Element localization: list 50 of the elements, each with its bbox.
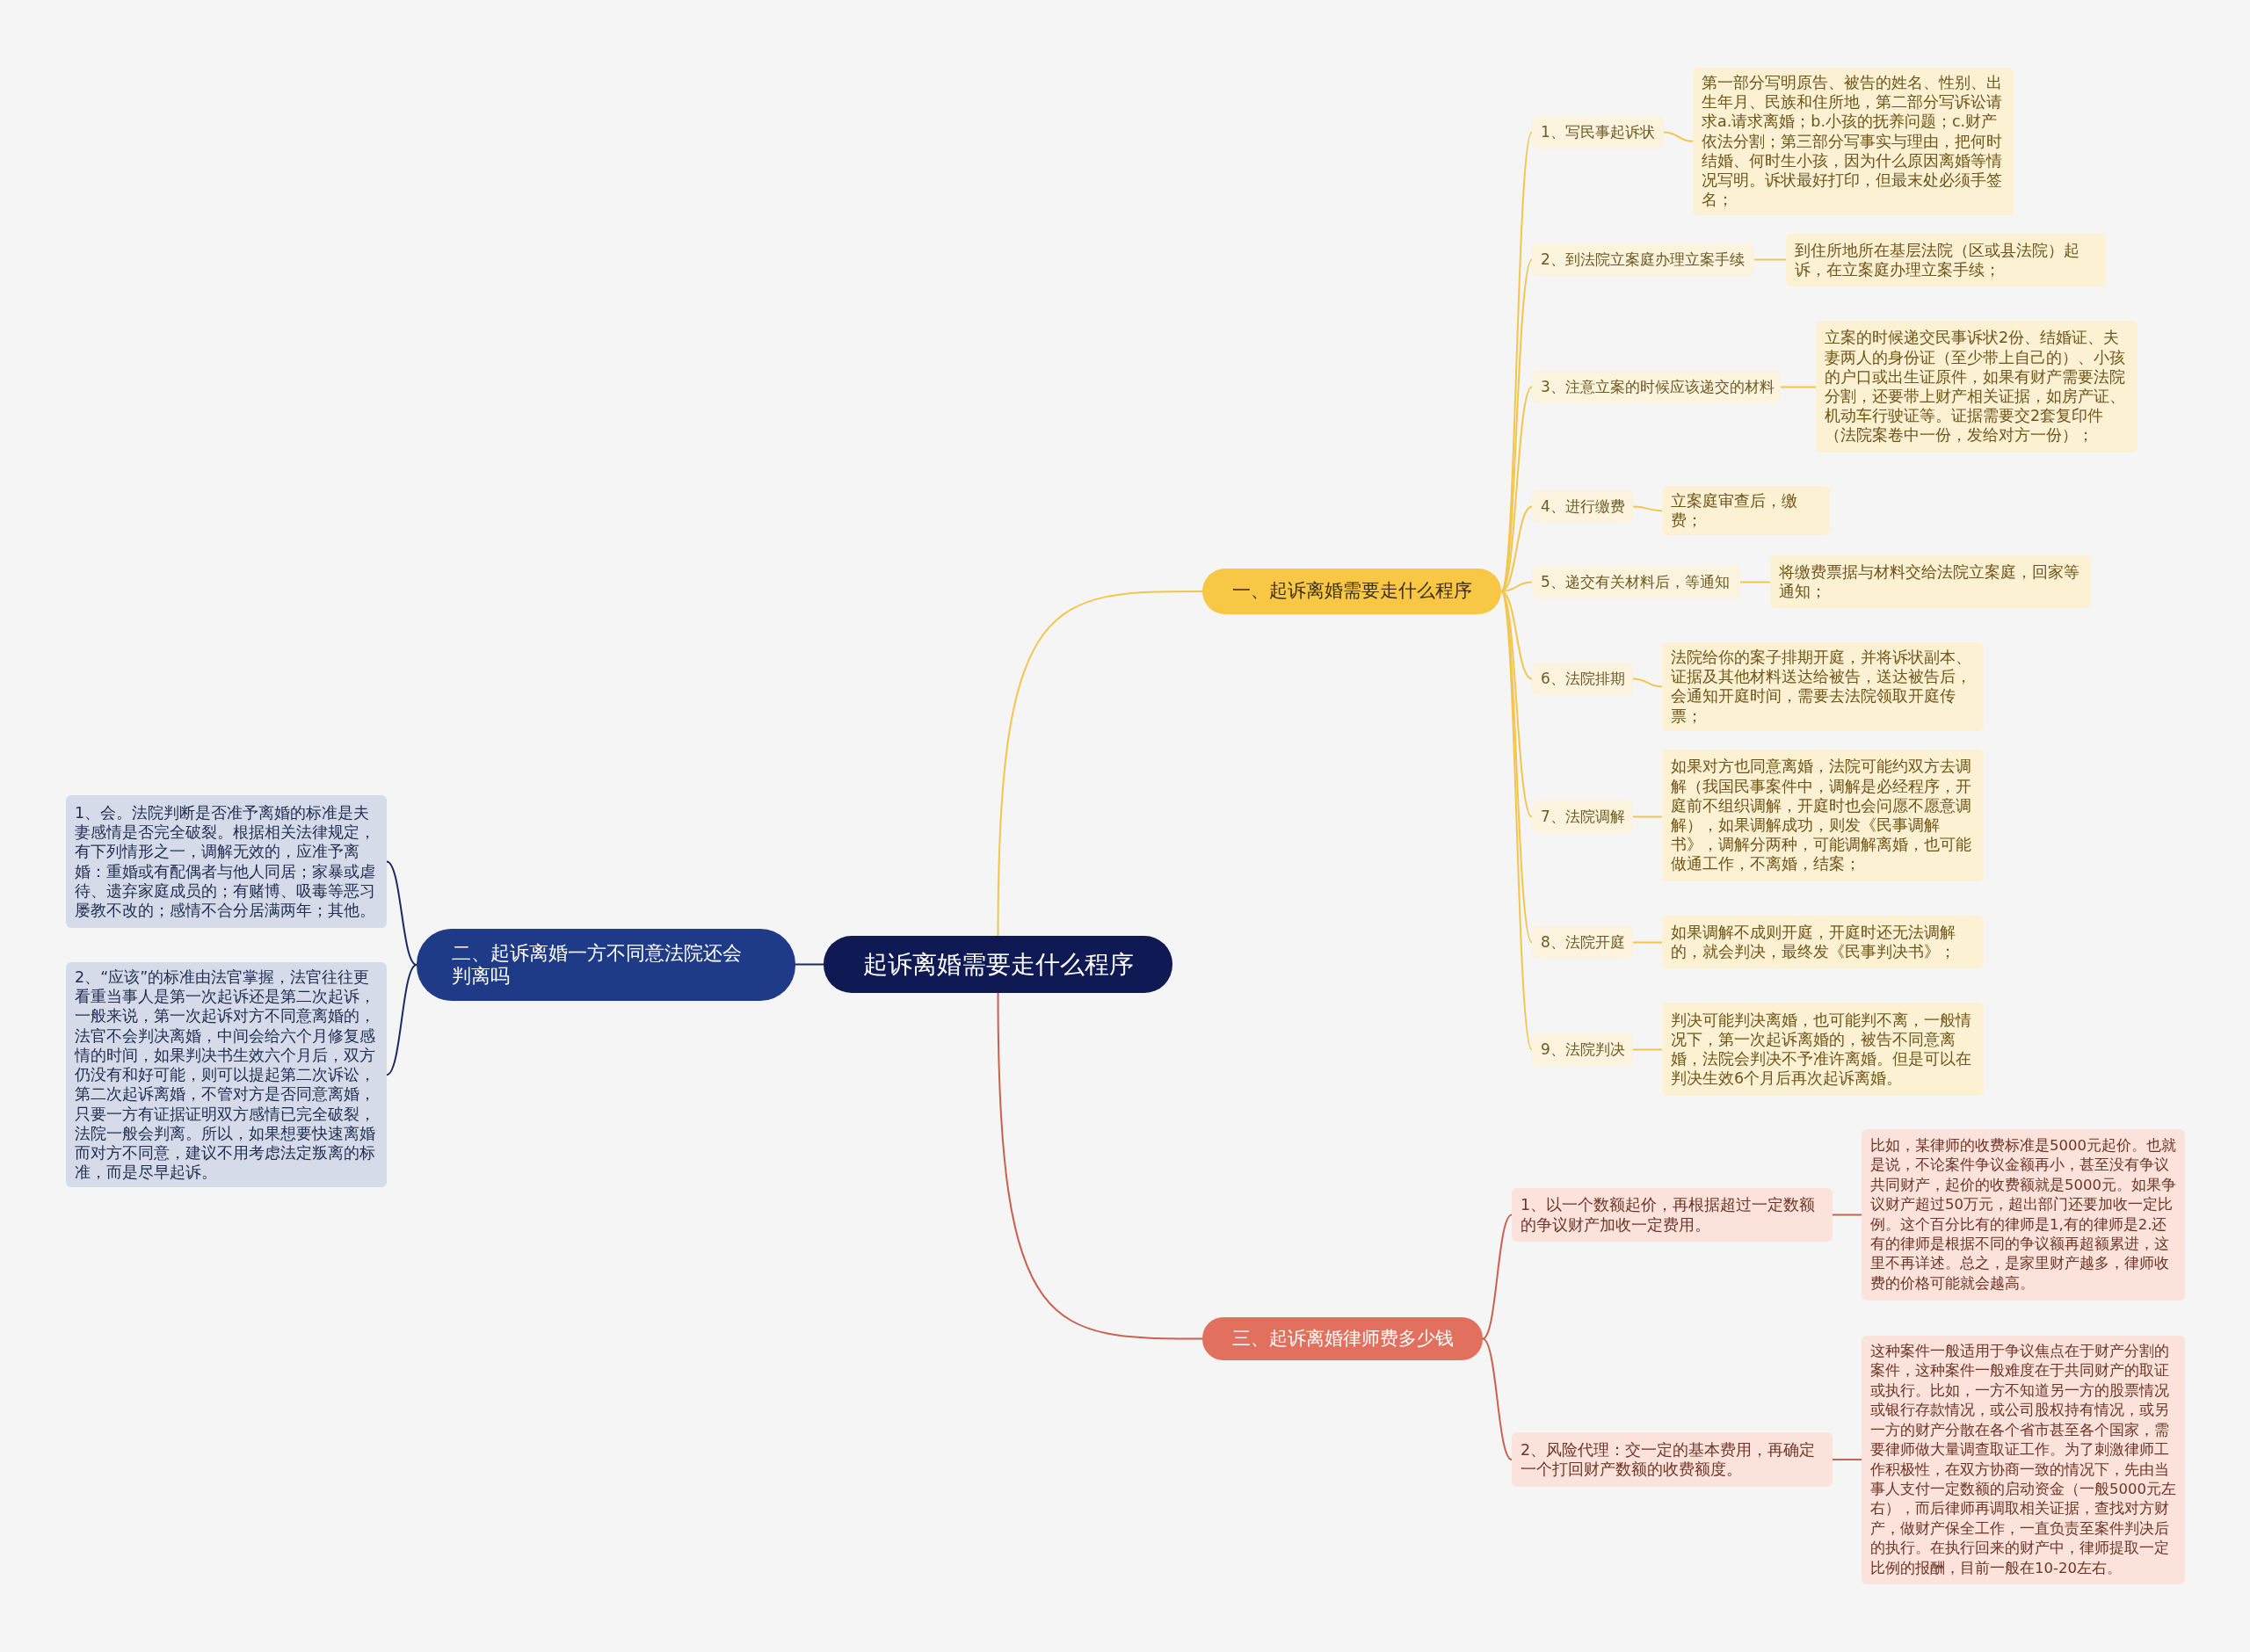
subtopic-label: 2、到法院立案庭办理立案手续 — [1532, 243, 1754, 276]
subtopic-label: 4、进行缴费 — [1532, 490, 1633, 523]
connector-line — [1832, 1214, 1862, 1216]
detail-note: 立案庭审查后，缴费； — [1662, 486, 1830, 536]
connector-line — [1632, 941, 1663, 944]
connector-line — [1482, 1214, 1513, 1340]
connector-line — [1632, 505, 1663, 512]
connector-line — [1753, 258, 1787, 261]
subtopic-label: 1、以一个数额起价，再根据超过一定数额的争议财产加收一定费用。 — [1512, 1188, 1833, 1242]
connector-line — [1500, 258, 1533, 592]
connector-line — [1632, 1048, 1663, 1051]
detail-note: 将缴费票据与材料交给法院立案庭，回家等通知； — [1770, 555, 2091, 608]
connector-line — [1632, 677, 1663, 688]
branch-topic: 一、起诉离婚需要走什么程序 — [1202, 569, 1501, 614]
connector-line — [1832, 1459, 1862, 1460]
connector-line — [1663, 131, 1694, 142]
subtopic-label: 5、递交有关材料后，等通知 — [1532, 566, 1740, 598]
connector-line — [1500, 591, 1533, 944]
connector-line — [1500, 591, 1533, 1051]
connector-line — [386, 860, 417, 966]
branch-topic: 二、起诉离婚一方不同意法院还会判离吗 — [417, 929, 795, 1001]
subtopic-label: 1、写民事起诉状 — [1532, 116, 1664, 149]
detail-note: 如果调解不成则开庭，开庭时还无法调解的，就会判决，最终发《民事判决书》； — [1662, 916, 1984, 968]
connector-line — [795, 963, 824, 966]
detail-note: 判决可能判决离婚，也可能判不离，一般情况下，第一次起诉离婚的，被告不同意离婚，法院会判决不予准许离婚。但是可以在判决生效6个月后再次起诉离婚。 — [1662, 1003, 1984, 1096]
subtopic-label: 7、法院调解 — [1532, 801, 1633, 833]
connector-line — [1482, 1337, 1513, 1460]
branch-topic: 三、起诉离婚律师费多少钱 — [1202, 1317, 1483, 1360]
subtopic-label: 3、注意立案的时候应该递交的材料 — [1532, 371, 1781, 403]
connector-line — [997, 591, 1203, 937]
detail-note: 到住所地所在基层法院（区或县法院）起诉，在立案庭办理立案手续； — [1786, 234, 2106, 286]
detail-note: 第一部分写明原告、被告的姓名、性别、出生年月、民族和住所地，第二部分写诉讼请求a.请求离婚；b.小孩的抚养问题；c.财产依法分割；第三部分写事实与理由，把何时结婚、何时生小孩，因为什么原因离婚等情况写明。诉状最好打印，但最末处必须手签名； — [1693, 68, 2014, 215]
subtopic-label: 8、法院开庭 — [1532, 926, 1633, 959]
detail-note: 比如，某律师的收费标准是5000元起价。也就是说，不论案件争议金额再小，甚至没有争议共同财产，起价的收费额就是5000元。如果争议财产超过50万元，超出部门还要加收一定比例。这个百分比有的律师是1,有的律师是2.还有的律师是根据不同的争议额再超额累进，这里不再详述。总之，是家里财产越多，律师收费的价格可能就会越高。 — [1862, 1129, 2185, 1301]
connector-line — [1780, 386, 1817, 388]
detail-note: 法院给你的案子排期开庭，并将诉状副本、证据及其他材料送达给被告，送达被告后，会通知开庭时间，需要去法院领取开庭传票； — [1662, 642, 1984, 731]
connector-line — [1739, 581, 1771, 583]
subtopic-label: 6、法院排期 — [1532, 663, 1633, 695]
detail-note: 这种案件一般适用于争议焦点在于财产分割的案件，这种案件一般难度在于共同财产的取证或执行。比如，一方不知道另一方的股票情况或银行存款情况，或公司股权持有情况，或另一方的财产分散在各个省市甚至各个国家，需要律师做大量调查取证工作。为了刺激律师工作积极性，在双方协商一致的情况下，先由当事人支付一定数额的启动资金（一般5000元左右），而后律师再调取相关证据，查找对方财产，做财产保全工作，一直负责至案件判决后的执行。在执行回来的财产中，律师提取一定比例的报酬，目前一般在10-20左右。 — [1862, 1336, 2185, 1584]
detail-note: 2、“应该”的标准由法官掌握，法官往往更看重当事人是第一次起诉还是第二次起诉，一般来说，第一次起诉对方不同意离婚的，法官不会判决离婚，中间会给六个月修复感情的时间，如果判决书生效六个月后，双方仍没有和好可能，则可以提起第二次诉讼，第二次起诉离婚，不管对方是否同意离婚，只要一方有证据证明双方感情已完全破裂，法院一般会判离。所以，如果想要快速离婚而对方不同意，建议不用考虑法定叛离的标准，而是尽早起诉。 — [66, 962, 387, 1188]
connector-line — [1500, 591, 1533, 680]
connector-line — [1632, 815, 1663, 818]
central-topic: 起诉离婚需要走什么程序 — [824, 936, 1172, 993]
detail-note: 立案的时候递交民事诉状2份、结婚证、夫妻两人的身份证（至少带上自己的）、小孩的户口或出生证原件，如果有财产需要法院分割，还要带上财产相关证据，如房产证、机动车行驶证等。证据需要交2套复印件（法院案卷中一份，发给对方一份）； — [1816, 321, 2138, 453]
detail-note: 1、会。法院判断是否准予离婚的标准是夫妻感情是否完全破裂。根据相关法律规定，有下列情形之一，调解无效的，应准予离婚：重婚或有配偶者与他人同居；家暴或虐待、遗弃家庭成员的；有赌博、吸毒等恶习屡教不改的；感情不合分居满两年；其他。 — [66, 795, 387, 928]
connector-line — [386, 964, 417, 1076]
subtopic-label: 9、法院判决 — [1532, 1033, 1633, 1066]
subtopic-label: 2、风险代理：交一定的基本费用，再确定一个打回财产数额的收费额度。 — [1512, 1432, 1833, 1487]
connector-line — [997, 992, 1203, 1340]
detail-note: 如果对方也同意离婚，法院可能约双方去调解（我国民事案件中，调解是必经程序，开庭前不组织调解，开庭时也会问愿不愿意调解），如果调解成功，则发《民事调解书》，调解分两种，可能调解离婚，也可能做通工作，不离婚，结案； — [1662, 750, 1984, 881]
